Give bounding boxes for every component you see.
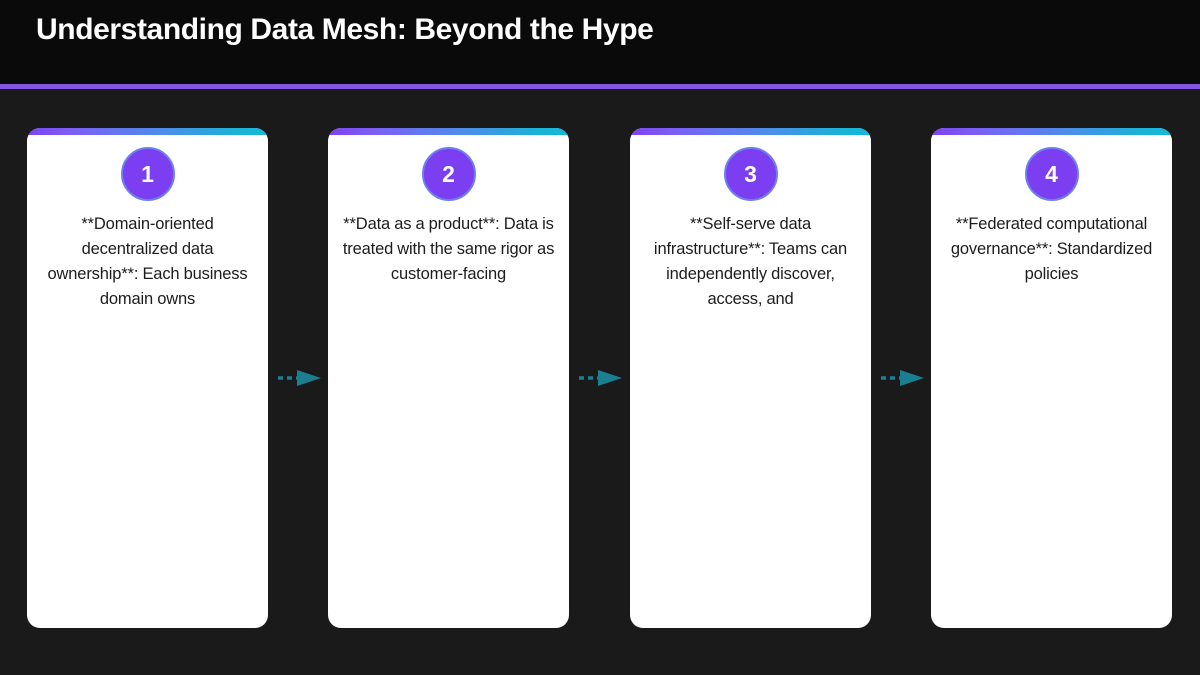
- card-accent-bar: [27, 128, 268, 135]
- arrow-right-icon: [578, 369, 624, 387]
- step-number-badge: 2: [421, 147, 476, 201]
- step-number-badge: 1: [120, 147, 175, 201]
- page-title: Understanding Data Mesh: Beyond the Hype: [36, 13, 654, 46]
- header-divider: [0, 84, 1200, 89]
- card-accent-bar: [630, 128, 871, 135]
- card-step-1[interactable]: 1 **Domain-oriented decentralized data o…: [27, 128, 268, 628]
- card-body-text: **Data as a product**: Data is treated w…: [342, 215, 555, 283]
- slide-header: Understanding Data Mesh: Beyond the Hype: [0, 0, 1200, 84]
- card-body-text: **Self-serve data infrastructure**: Team…: [653, 215, 848, 308]
- card-step-3[interactable]: 3 **Self-serve data infrastructure**: Te…: [630, 128, 871, 628]
- step-number-badge: 3: [723, 147, 778, 201]
- card-step-2[interactable]: 2 **Data as a product**: Data is treated…: [328, 128, 569, 628]
- step-number-badge: 4: [1024, 147, 1079, 201]
- card-body-text: **Domain-oriented decentralized data own…: [47, 215, 248, 308]
- card-step-4[interactable]: 4 **Federated computational governance**…: [931, 128, 1172, 628]
- card-body-text: **Federated computational governance**: …: [950, 215, 1153, 283]
- card-accent-bar: [931, 128, 1172, 135]
- cards-row: 1 **Domain-oriented decentralized data o…: [27, 128, 1173, 628]
- arrow-right-icon: [880, 369, 926, 387]
- card-accent-bar: [328, 128, 569, 135]
- arrow-right-icon: [277, 369, 323, 387]
